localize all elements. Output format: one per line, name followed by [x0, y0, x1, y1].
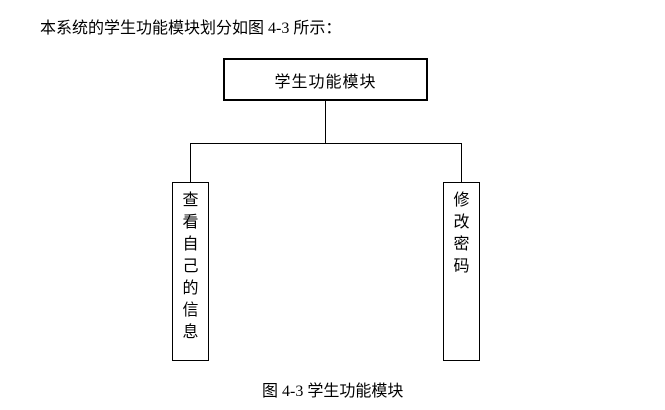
root-node-label: 学生功能模块	[274, 73, 377, 91]
connector-right-drop-line	[461, 143, 462, 182]
root-node: 学生功能模块	[223, 58, 428, 101]
child-node-change-password: 修改密码	[443, 182, 480, 361]
child-node-change-password-label: 修改密码	[453, 192, 470, 275]
connector-horizontal-line	[190, 143, 462, 144]
figure-caption: 图 4-3 学生功能模块	[262, 383, 404, 400]
child-node-view-own-info-label: 查看自己的信息	[182, 192, 199, 341]
intro-text: 本系统的学生功能模块划分如图 4-3 所示：	[40, 20, 342, 37]
connector-trunk-line	[325, 101, 326, 143]
connector-left-drop-line	[190, 143, 191, 182]
child-node-view-own-info: 查看自己的信息	[172, 182, 209, 361]
